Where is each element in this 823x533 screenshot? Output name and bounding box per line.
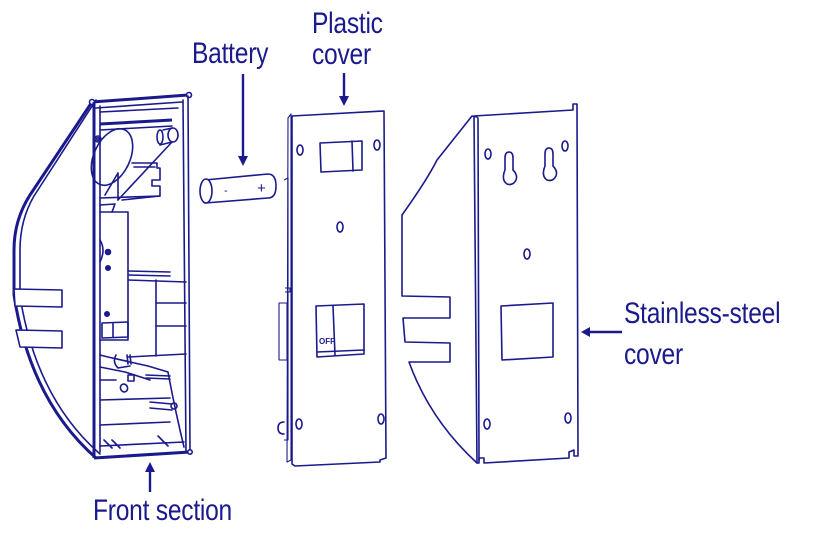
battery-plus-mark: + (257, 180, 266, 197)
side-tab-upper (13, 288, 63, 308)
battery-label: Battery (192, 37, 269, 70)
keyhole-slot-right (542, 147, 558, 182)
front-section-arrow (145, 462, 155, 492)
keyhole-slot-left (502, 151, 518, 186)
front-section-label: Front section (93, 494, 233, 527)
battery-arrow (238, 74, 248, 166)
plastic-cover-label-line1: Plastic (312, 7, 383, 40)
battery: - + (199, 173, 277, 204)
plastic-cover: OFF (277, 110, 387, 467)
plastic-cover-label-line2: cover (312, 38, 371, 71)
stainless-cover-label-line2: cover (624, 338, 683, 371)
front-section (12, 91, 194, 460)
switch-off-label: OFF (319, 337, 335, 346)
side-tab-lower (15, 329, 63, 349)
plastic-cover-arrow (339, 73, 349, 106)
stainless-steel-cover (401, 103, 579, 464)
stainless-cover-arrow (581, 327, 622, 337)
battery-minus-mark: - (224, 185, 228, 197)
stainless-cover-label-line1: Stainless-steel (624, 297, 781, 330)
